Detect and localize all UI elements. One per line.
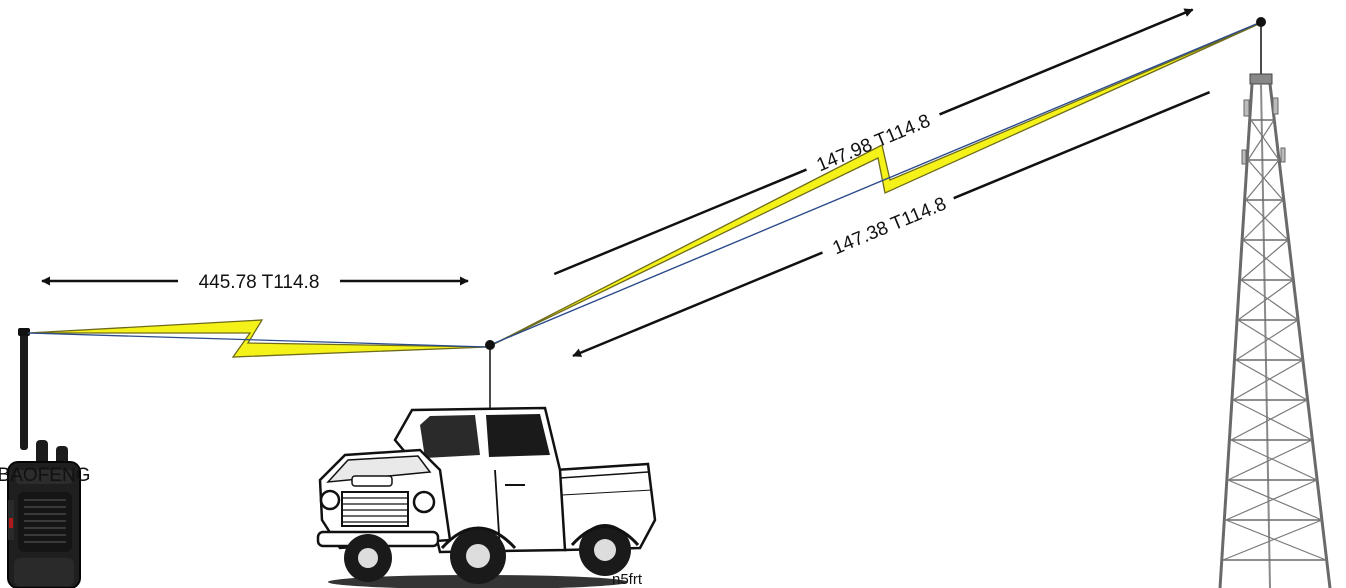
downlink-label: 147.38 T114.8 bbox=[830, 194, 950, 260]
credit-label: n5frt bbox=[612, 571, 643, 588]
uplink-arrow-head bbox=[939, 8, 1194, 116]
radio-tower-icon bbox=[1218, 17, 1332, 588]
uplink-arrow-tail bbox=[553, 168, 807, 276]
radio-brand: BAOFENG bbox=[0, 465, 90, 486]
antenna-wire-tower bbox=[489, 21, 1262, 346]
downlink-arrow-head bbox=[572, 251, 823, 358]
lightning-bolt-tower bbox=[491, 22, 1262, 346]
handheld-radio-icon: BAOFENG bbox=[0, 328, 90, 588]
antenna-wire-handheld bbox=[27, 332, 489, 348]
downlink-arrow-tail bbox=[953, 91, 1211, 200]
handheld-link-label: 445.78 T114.8 bbox=[199, 272, 320, 293]
pickup-truck-icon bbox=[316, 340, 657, 588]
lightning-bolt-handheld bbox=[27, 319, 489, 358]
